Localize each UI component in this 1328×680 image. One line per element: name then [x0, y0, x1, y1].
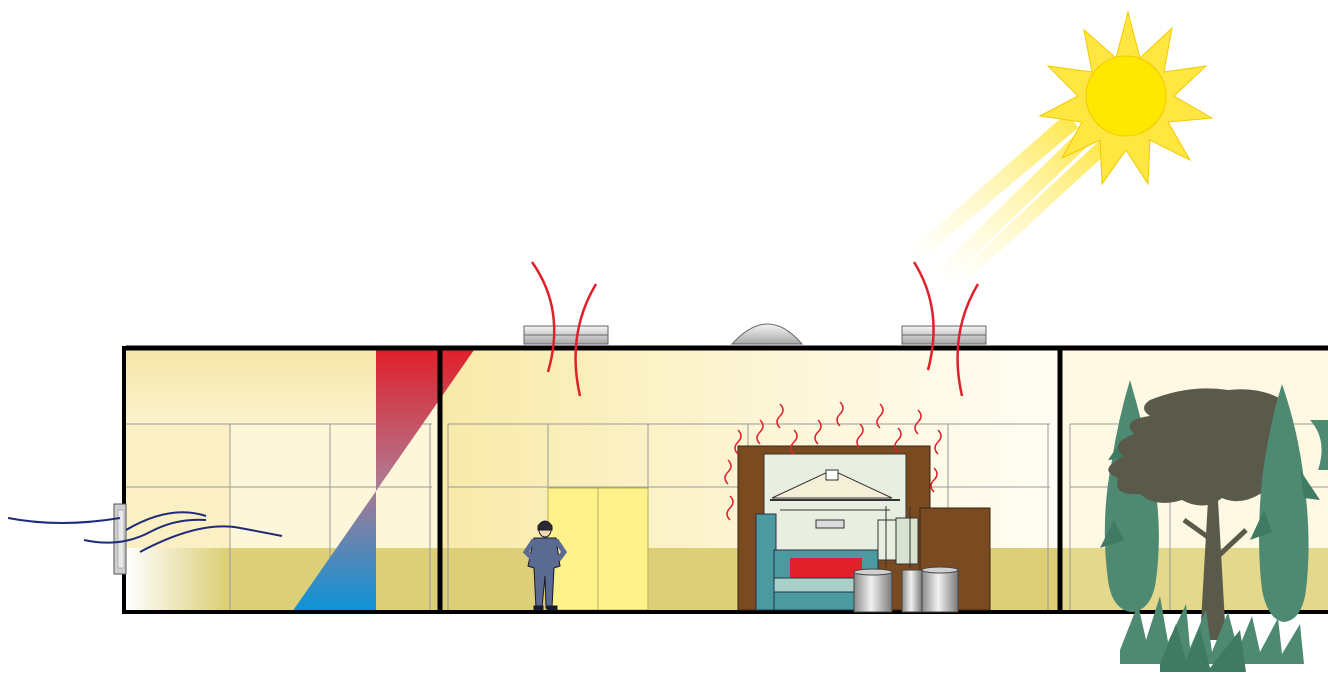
roof-dome: [732, 324, 802, 344]
drums: [854, 567, 958, 612]
skylight-left: [524, 326, 608, 344]
wall-fan: [114, 504, 126, 574]
skylight-right: [902, 326, 986, 344]
